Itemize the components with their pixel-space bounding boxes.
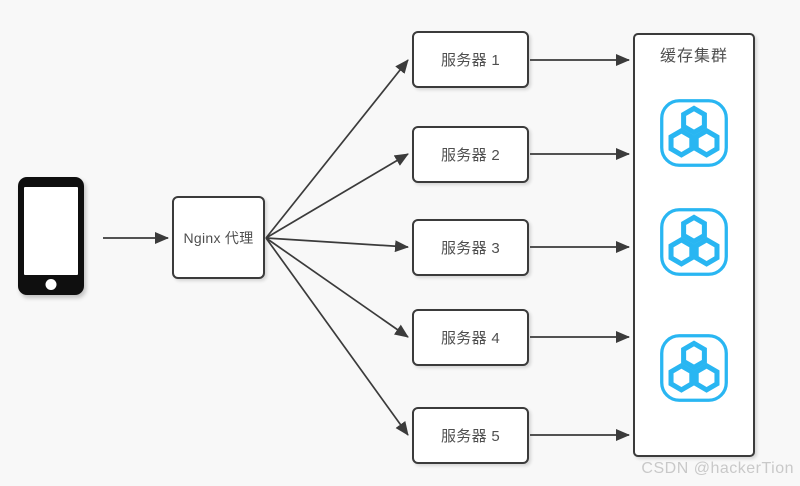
arrow-proxy-to-server-1 (265, 59, 409, 239)
cluster-hexagons-icon (660, 99, 728, 167)
cache-cluster-node: 缓存集群 (633, 33, 755, 457)
server-label: 服务器 2 (440, 147, 500, 164)
server-node-2: 服务器 2 (412, 126, 529, 183)
server-node-1: 服务器 1 (412, 31, 529, 88)
nginx-proxy-node: Nginx 代理 (172, 196, 265, 279)
cluster-hexagons-icon (660, 334, 728, 402)
arrow-proxy-to-server-2 (265, 153, 409, 239)
server-label: 服务器 5 (440, 428, 500, 445)
server-node-4: 服务器 4 (412, 309, 529, 366)
server-label: 服务器 4 (440, 330, 500, 347)
smartphone-icon (18, 177, 84, 295)
arrow-proxy-to-server-3 (265, 237, 409, 253)
server-label: 服务器 1 (440, 52, 500, 69)
watermark: CSDN @hackerTion (641, 460, 794, 477)
server-node-5: 服务器 5 (412, 407, 529, 464)
cache-cluster-title: 缓存集群 (659, 48, 728, 65)
cluster-hexagons-icon (660, 208, 728, 276)
server-node-3: 服务器 3 (412, 219, 529, 276)
arrow-proxy-to-server-5 (265, 237, 409, 436)
arrow-proxy-to-server-4 (265, 237, 409, 338)
server-label: 服务器 3 (440, 240, 500, 257)
nginx-proxy-label: Nginx 代理 (183, 229, 254, 246)
